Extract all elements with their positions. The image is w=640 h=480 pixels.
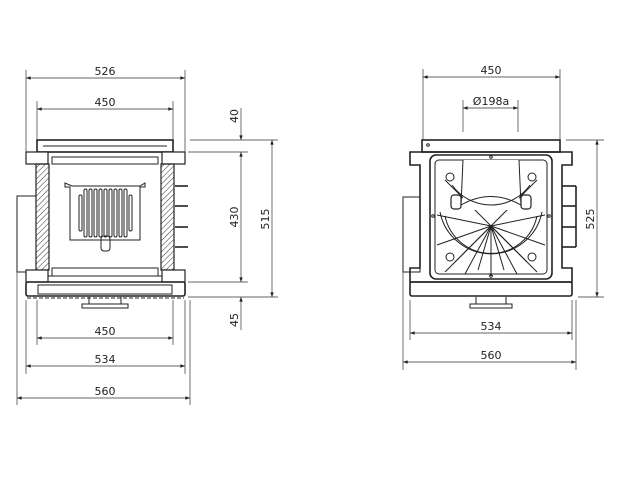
dim-40: 40 [228,109,241,123]
top-flange-left [25,151,49,165]
top-plate [421,139,561,153]
insulated-wall-left [35,163,50,271]
dim-515: 515 [259,209,272,230]
dim-534: 534 [481,320,502,333]
bottom-flange-left [25,269,49,283]
top-flange-right [161,151,186,165]
side-box [402,196,421,273]
foot [469,297,513,309]
side-dimensions: 450 Ø198a 525 534 560 [402,64,604,370]
side-box [16,195,37,273]
bottom-plate [409,281,573,297]
dim-534: 534 [95,353,116,366]
bottom-flange-right [161,269,186,283]
burner-ring [431,155,551,278]
dim-450: 450 [481,64,502,77]
dim-flue-diameter: Ø198a [473,95,509,108]
side-view [402,139,577,309]
dim-45: 45 [228,313,241,327]
bottom-plate [25,281,186,297]
dim-430: 430 [228,207,241,228]
dim-526: 526 [95,65,116,78]
insulated-wall-right [160,163,175,271]
dim-525: 525 [584,209,597,230]
inner-frame [429,154,553,280]
dim-560: 560 [481,349,502,362]
front-view [16,139,188,309]
cooling-fins [562,185,577,248]
dim-450-top: 450 [95,96,116,109]
foot [81,297,129,309]
cooling-fins [175,185,188,248]
grate [64,182,146,252]
dim-560: 560 [95,385,116,398]
front-dimensions: 526 450 40 430 515 45 450 534 560 [16,65,278,405]
dim-450-bottom: 450 [95,325,116,338]
